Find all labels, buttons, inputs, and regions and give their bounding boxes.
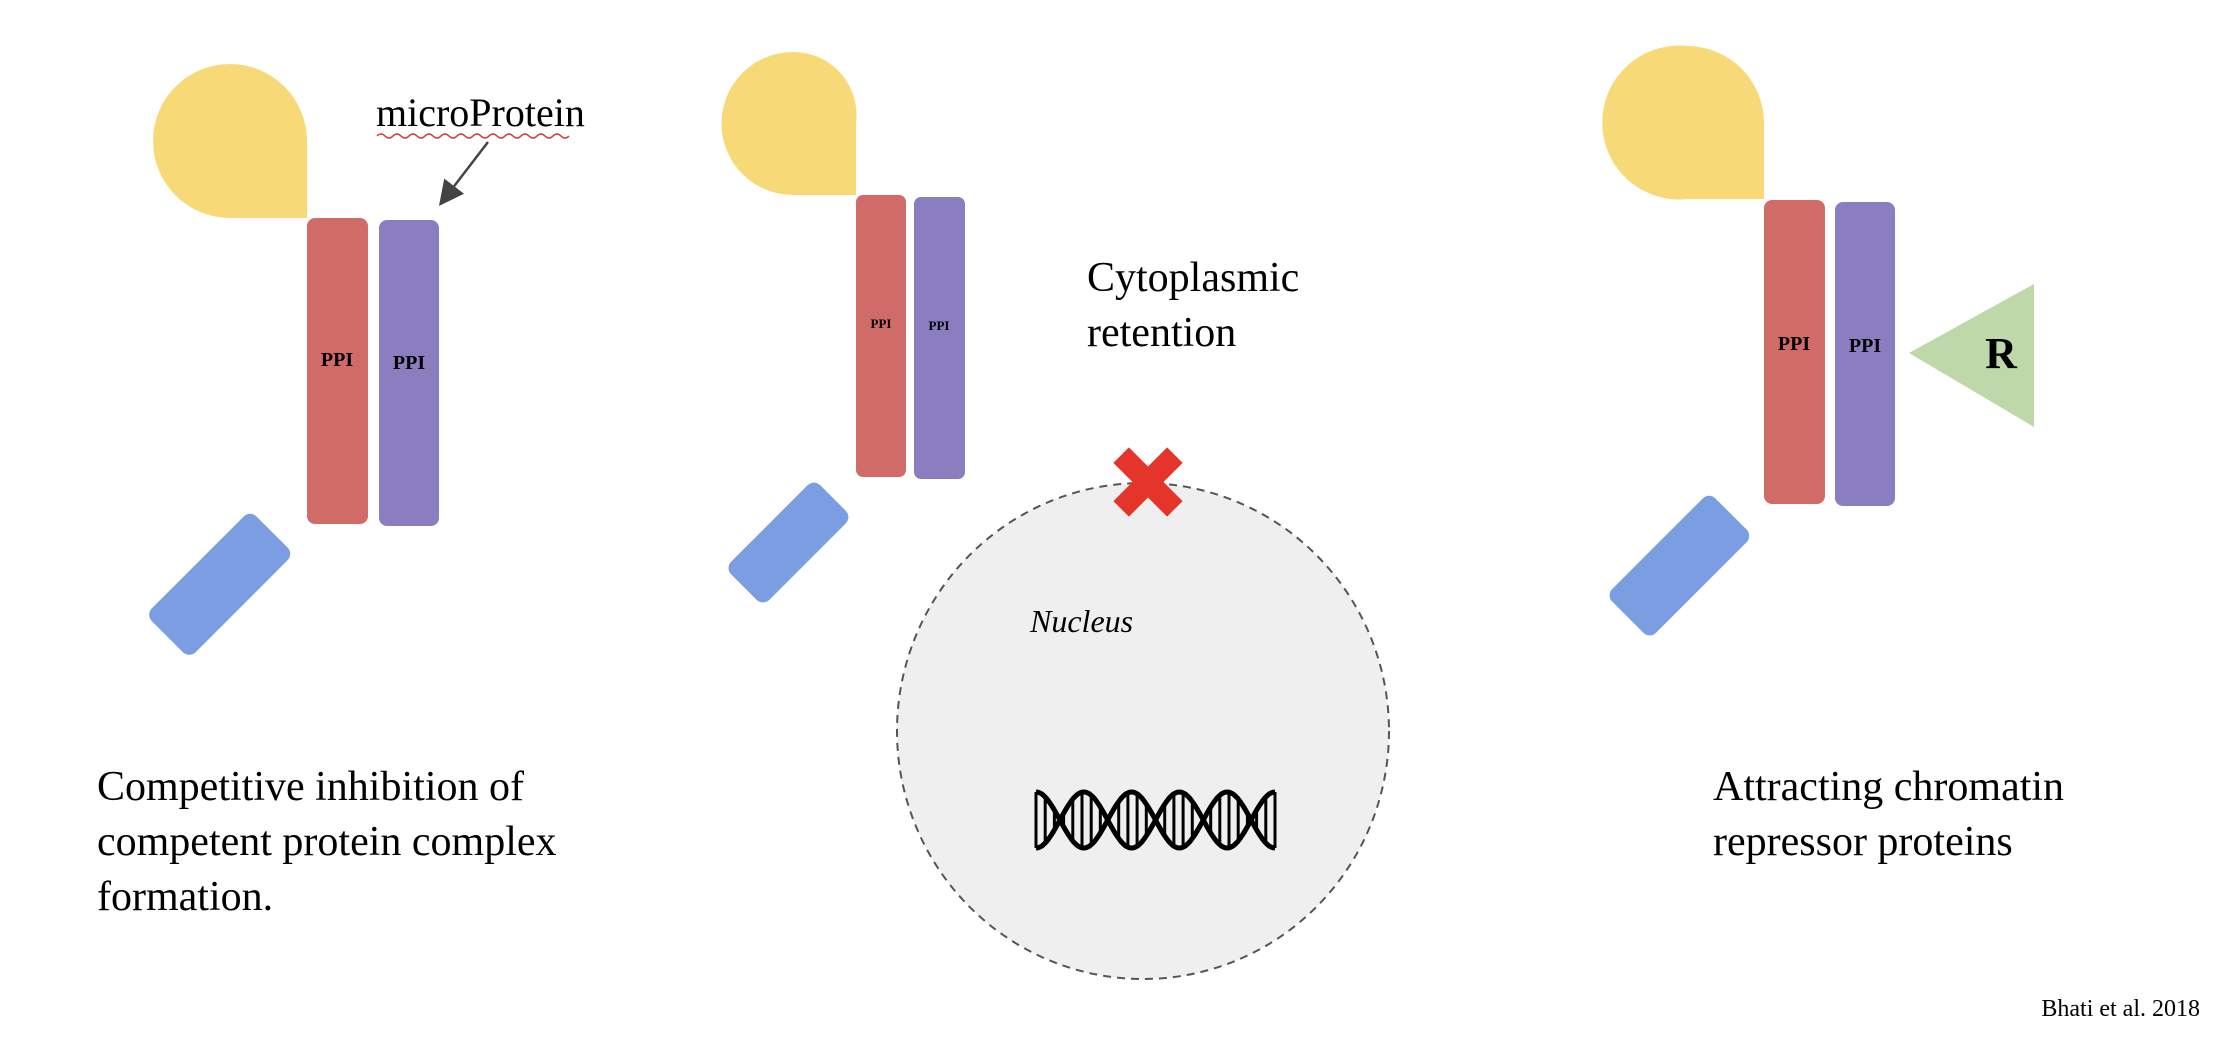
- cytoplasmic-line1: Cytoplasmic: [1087, 255, 1299, 301]
- caption-right-line1: Attracting chromatin: [1713, 764, 2064, 810]
- blue-domain: [728, 482, 849, 603]
- blue-domain: [1609, 495, 1750, 636]
- dna-helix-icon: [1034, 789, 1277, 851]
- ppi-label-red: PPI: [321, 349, 353, 371]
- ppi-red-bar: [1764, 200, 1825, 504]
- ppi-label-red: PPI: [871, 316, 892, 331]
- caption-left-line1: Competitive inhibition of: [97, 764, 524, 810]
- yellow-domain: [721, 51, 857, 195]
- nucleus-label: Nucleus: [1029, 603, 1133, 639]
- caption-left-line2: competent protein complex: [97, 819, 557, 865]
- blue-domain: [149, 513, 291, 655]
- nucleus: [896, 482, 1390, 980]
- ppi-red-bar: [307, 218, 368, 524]
- ppi-label-red: PPI: [1778, 333, 1810, 355]
- caption-right-line2: repressor proteins: [1713, 819, 2013, 865]
- ppi-purple-bar: [379, 220, 439, 526]
- yellow-domain: [153, 64, 307, 218]
- cytoplasmic-line2: retention: [1087, 310, 1236, 356]
- ppi-label-purple: PPI: [393, 352, 425, 374]
- arrow-icon: [438, 141, 489, 206]
- ppi-label-purple: PPI: [1849, 335, 1881, 357]
- microprotein-label: microProtein: [376, 90, 585, 135]
- repressor-triangle: [1909, 284, 2034, 427]
- microprotein-underline: [376, 133, 570, 139]
- ppi-purple-bar: [914, 197, 965, 479]
- ppi-label-purple: PPI: [929, 318, 950, 333]
- panel-competitive-inhibition: PPI PPI microProtein Competitive inhibit…: [97, 64, 585, 920]
- ppi-red-bar: [856, 195, 906, 477]
- ppi-purple-bar: [1835, 202, 1895, 506]
- caption-left-line3: formation.: [97, 874, 273, 920]
- panel-cytoplasmic-retention: PPI PPI Cytoplasmic retention Nucleus: [721, 51, 1390, 980]
- citation: Bhati et al. 2018: [2041, 996, 2200, 1022]
- yellow-domain: [1602, 45, 1764, 200]
- red-x-icon: [1113, 447, 1183, 517]
- panel-attracting-repressor: PPI PPI R Attracting chromatin repressor…: [1602, 45, 2064, 865]
- repressor-label: R: [1985, 329, 2018, 378]
